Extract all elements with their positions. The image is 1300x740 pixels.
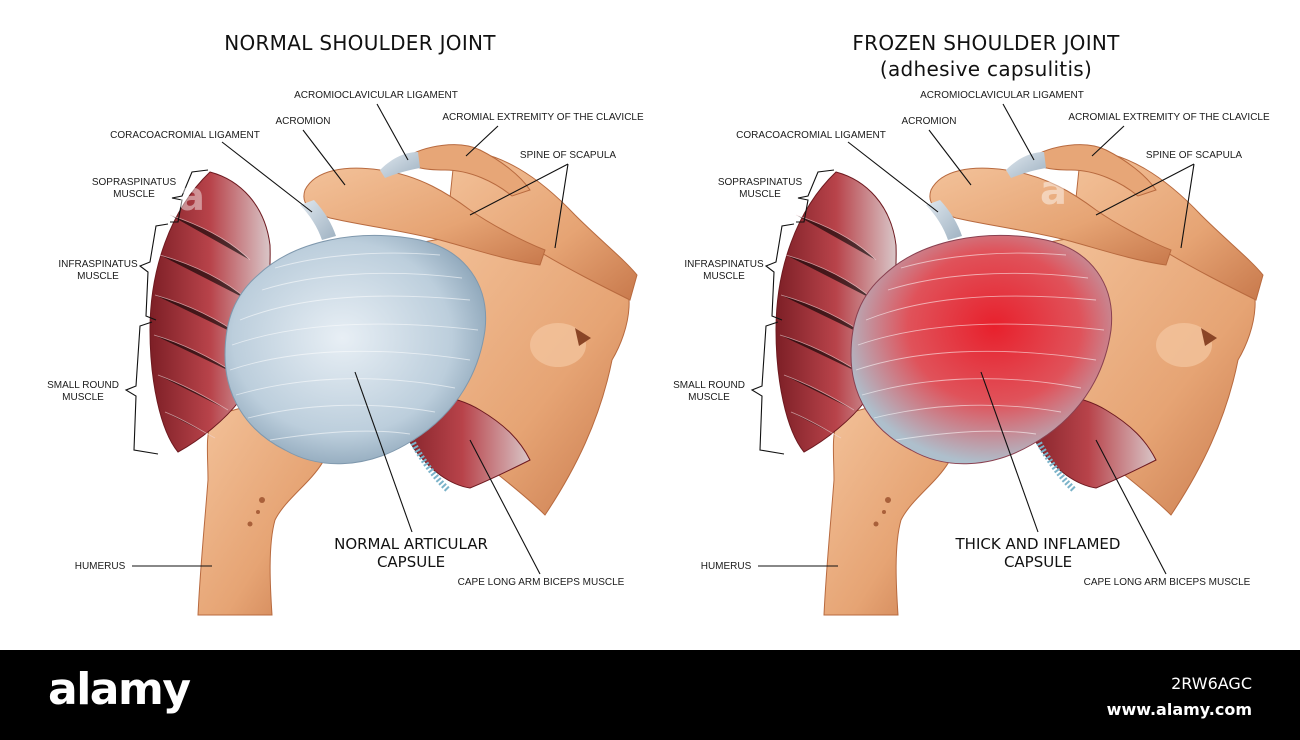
right-label-capsule-1: THICK AND INFLAMED (955, 535, 1121, 553)
right-label-spine: SPINE OF SCAPULA (1146, 150, 1242, 161)
left-label-acromial-extremity: ACROMIAL EXTREMITY OF THE CLAVICLE (442, 112, 644, 123)
illustration-canvas: NORMAL SHOULDER JOINT ACROMIOCLAVICULAR … (47, 31, 1270, 650)
right-label-infraspinatus-2: MUSCLE (703, 271, 745, 282)
right-title: FROZEN SHOULDER JOINT (852, 31, 1120, 55)
left-label-acromioclavicular: ACROMIOCLAVICULAR LIGAMENT (294, 90, 458, 101)
right-label-acromion: ACROMION (902, 116, 957, 127)
left-label-supraspinatus-1: SOPRASPINATUS (92, 177, 177, 188)
right-label-coracoacromial: CORACOACROMIAL LIGAMENT (736, 130, 886, 141)
image-id: 2RW6AGC (1171, 674, 1252, 693)
left-label-coracoacromial: CORACOACROMIAL LIGAMENT (110, 130, 260, 141)
left-leader-biceps (469, 439, 541, 575)
footer-bar: alamy 2RW6AGC www.alamy.com (0, 650, 1300, 740)
left-bracket-small-round (124, 321, 159, 455)
left-bracket-infraspinatus (138, 223, 169, 321)
left-leader-coracoacromial (221, 141, 313, 213)
left-leader-spine (469, 163, 569, 249)
right-label-supraspinatus-1: SOPRASPINATUS (718, 177, 803, 188)
left-title: NORMAL SHOULDER JOINT (224, 31, 496, 55)
alamy-logo: alamy (48, 664, 191, 715)
site-url: www.alamy.com (1106, 700, 1252, 719)
right-leader-acromion (928, 129, 972, 186)
right-bracket-infraspinatus (764, 223, 795, 321)
left-label-small-round-2: MUSCLE (62, 392, 104, 403)
left-label-capsule-1: NORMAL ARTICULAR (334, 535, 488, 553)
watermark: a (1040, 168, 1067, 214)
right-label-small-round-2: MUSCLE (688, 392, 730, 403)
right-label-acromioclavicular: ACROMIOCLAVICULAR LIGAMENT (920, 90, 1084, 101)
left-label-acromion: ACROMION (276, 116, 331, 127)
right-leader-coracoacromial (847, 141, 939, 213)
right-bracket-supraspinatus (796, 169, 835, 223)
right-leader-spine (1095, 163, 1195, 249)
right-subtitle: (adhesive capsulitis) (880, 57, 1092, 81)
right-bracket-small-round (750, 321, 785, 455)
right-label-infraspinatus-1: INFRASPINATUS (684, 259, 764, 270)
left-label-supraspinatus-2: MUSCLE (113, 189, 155, 200)
right-label-biceps: CAPE LONG ARM BICEPS MUSCLE (1084, 577, 1251, 588)
right-label-capsule-2: CAPSULE (1004, 553, 1072, 571)
right-label-acromial-extremity: ACROMIAL EXTREMITY OF THE CLAVICLE (1068, 112, 1270, 123)
right-leader-acromial-extremity (1091, 125, 1125, 157)
left-label-infraspinatus-1: INFRASPINATUS (58, 259, 138, 270)
right-label-humerus: HUMERUS (701, 561, 752, 572)
left-label-small-round-1: SMALL ROUND (47, 380, 119, 391)
left-label-infraspinatus-2: MUSCLE (77, 271, 119, 282)
left-label-spine: SPINE OF SCAPULA (520, 150, 616, 161)
left-label-biceps: CAPE LONG ARM BICEPS MUSCLE (458, 577, 625, 588)
right-leader-acromioclavicular (1002, 103, 1035, 161)
right-leader-biceps (1095, 439, 1167, 575)
left-bracket-supraspinatus (170, 169, 209, 223)
left-leader-acromial-extremity (465, 125, 499, 157)
left-leader-acromioclavicular (376, 103, 409, 161)
right-leader-capsule (980, 371, 1039, 533)
right-label-small-round-1: SMALL ROUND (673, 380, 745, 391)
left-leader-acromion (302, 129, 346, 186)
watermark: a (178, 174, 205, 220)
right-label-supraspinatus-2: MUSCLE (739, 189, 781, 200)
left-leader-capsule (354, 371, 413, 533)
left-label-capsule-2: CAPSULE (377, 553, 445, 571)
left-label-humerus: HUMERUS (75, 561, 126, 572)
